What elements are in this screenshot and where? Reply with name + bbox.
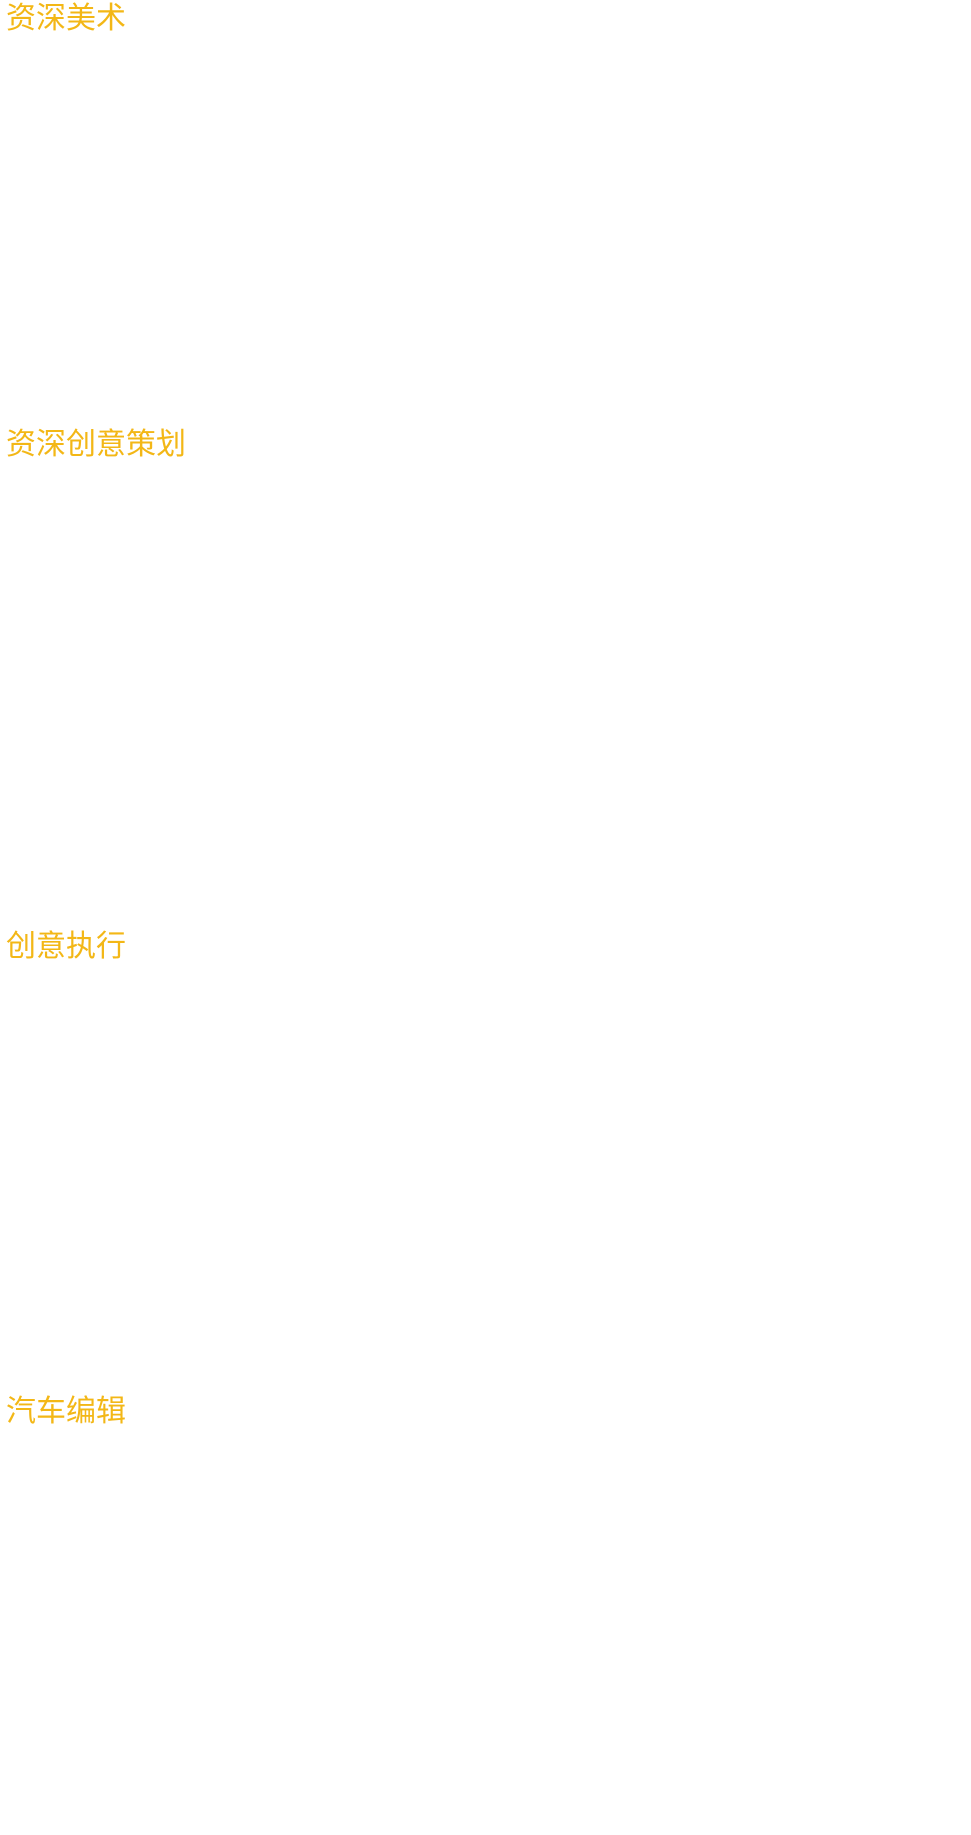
section-title-senior-creative-planning: 资深创意策划 [6, 427, 186, 462]
section-title-creative-execution: 创意执行 [6, 929, 126, 964]
section-title-automotive-editor: 汽车编辑 [6, 1394, 126, 1429]
section-title-senior-art: 资深美术 [6, 1, 126, 36]
